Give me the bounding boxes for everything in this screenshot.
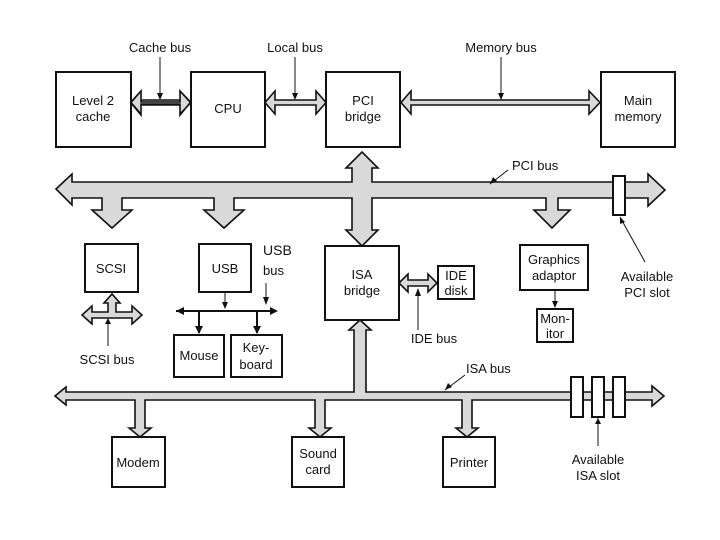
- svg-text:Mouse: Mouse: [179, 348, 218, 363]
- svg-text:adaptor: adaptor: [532, 268, 577, 283]
- scsi-bus-label: SCSI bus: [80, 352, 135, 367]
- svg-text:Graphics: Graphics: [528, 252, 581, 267]
- svg-text:Level 2: Level 2: [72, 93, 114, 108]
- available-isa-slot-2: [591, 376, 605, 418]
- svg-text:disk: disk: [444, 283, 468, 298]
- level-2-cache-box: Level 2 cache: [55, 71, 132, 148]
- available-isa-slot-label-2: ISA slot: [576, 468, 620, 483]
- isa-bridge-box: ISA bridge: [324, 245, 400, 321]
- svg-text:Sound: Sound: [299, 446, 337, 461]
- ide-disk-box: IDE disk: [437, 265, 475, 300]
- available-isa-slot-1: [570, 376, 584, 418]
- scsi-bus: [80, 292, 144, 326]
- cpu-box: CPU: [190, 71, 266, 148]
- svg-text:USB: USB: [212, 261, 239, 276]
- isa-bus: [53, 318, 666, 439]
- svg-text:CPU: CPU: [214, 101, 241, 116]
- svg-text:Printer: Printer: [450, 455, 489, 470]
- svg-text:Modem: Modem: [116, 455, 159, 470]
- isa-bus-label: ISA bus: [466, 361, 511, 376]
- pci-bridge-box: PCI bridge: [325, 71, 401, 148]
- svg-text:ISA: ISA: [352, 267, 373, 282]
- available-isa-slot-label-1: Available: [572, 452, 625, 467]
- available-pci-slot-label-1: Available: [621, 269, 674, 284]
- cache-bus-label: Cache bus: [129, 40, 192, 55]
- svg-text:cache: cache: [76, 109, 111, 124]
- svg-text:memory: memory: [615, 109, 662, 124]
- svg-text:SCSI: SCSI: [96, 261, 126, 276]
- memory-bus-label: Memory bus: [465, 40, 537, 55]
- usb-bus-label-2: bus: [263, 263, 284, 278]
- svg-text:board: board: [239, 357, 272, 372]
- usb-box: USB: [198, 243, 252, 293]
- svg-text:bridge: bridge: [345, 109, 381, 124]
- svg-text:Main: Main: [624, 93, 652, 108]
- local-bus-label: Local bus: [267, 40, 323, 55]
- svg-text:bridge: bridge: [344, 283, 380, 298]
- keyboard-box: Key- board: [230, 334, 283, 378]
- available-pci-slot: [612, 175, 626, 216]
- modem-box: Modem: [111, 436, 166, 488]
- sound-card-box: Sound card: [291, 436, 345, 488]
- graphics-adaptor-box: Graphics adaptor: [519, 244, 589, 291]
- usb-bus-label-1: USB: [263, 242, 292, 258]
- svg-text:card: card: [305, 462, 330, 477]
- mouse-box: Mouse: [173, 334, 225, 378]
- svg-text:itor: itor: [546, 326, 565, 341]
- scsi-box: SCSI: [84, 243, 139, 293]
- available-pci-slot-label-2: PCI slot: [624, 285, 670, 300]
- available-isa-slot-3: [612, 376, 626, 418]
- pci-bus: [54, 150, 667, 248]
- printer-box: Printer: [442, 436, 496, 488]
- svg-text:Key-: Key-: [243, 340, 270, 355]
- pci-bus-label: PCI bus: [512, 158, 559, 173]
- monitor-box: Mon- itor: [536, 308, 574, 343]
- svg-text:IDE: IDE: [445, 268, 467, 283]
- ide-bus-label: IDE bus: [411, 331, 458, 346]
- svg-text:Mon-: Mon-: [540, 311, 570, 326]
- svg-text:PCI: PCI: [352, 93, 374, 108]
- main-memory-box: Main memory: [600, 71, 676, 148]
